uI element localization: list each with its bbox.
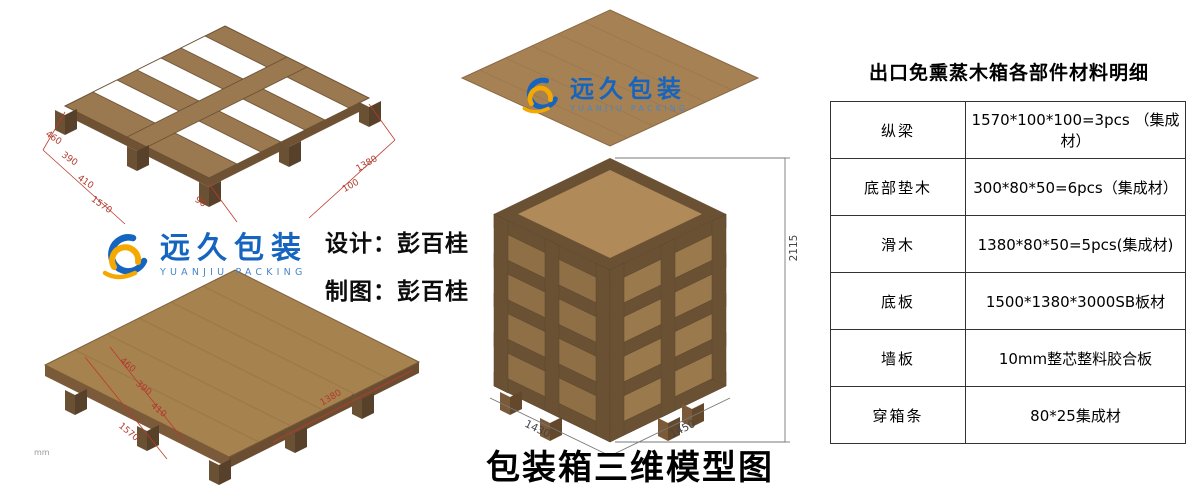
table-row: 滑木 1380*80*50=5pcs(集成材) [830,215,1186,273]
logo-swirl-icon [102,234,148,280]
dim-label: 410 [75,173,95,191]
materials-table: 纵梁 1570*100*100=3pcs （集成材） 底部垫木 300*80*5… [830,101,1186,444]
draft-credit: 制图：彭百桂 [325,279,469,305]
dim-label: 1380 [355,154,380,174]
logo-subtitle: YUANJIU PACKING [570,104,689,113]
table-row: 穿箱条 80*25集成材 [830,386,1186,444]
pallet-deck-shape [43,269,421,485]
part-name-cell: 墙板 [830,329,966,387]
table-row: 纵梁 1570*100*100=3pcs （集成材） [830,101,1186,159]
part-spec-cell: 1500*1380*3000SB板材 [965,272,1186,330]
pallet-deck-drawing: 460 390 410 1570 1380 [43,269,421,485]
crate-drawing: 2115 1430 1450 [460,9,800,455]
part-spec-cell: 80*25集成材 [965,386,1186,444]
unit-note: mm [34,448,50,457]
part-spec-cell: 10mm整芯整料胶合板 [965,329,1186,387]
logo-swirl-icon [522,77,558,114]
crate-body-shape [493,158,727,443]
logo-name: 远久包装 [570,75,686,103]
table-row: 墙板 10mm整芯整料胶合板 [830,329,1186,387]
part-spec-cell: 1380*80*50=5pcs(集成材) [965,215,1186,273]
design-credit: 设计：彭百桂 [325,231,469,257]
lid-company-logo: 远久包装 YUANJIU PACKING [522,76,688,114]
page-title: 包装箱三维模型图 [486,448,774,488]
pallet-frame-shape [55,25,381,207]
dim-label: 390 [59,150,79,168]
part-name-cell: 纵梁 [830,101,966,159]
dim-label: 100 [341,178,361,195]
table-row: 底部垫木 300*80*50=6pcs（集成材） [830,158,1186,216]
part-name-cell: 底板 [830,272,966,330]
part-name-cell: 穿箱条 [830,386,966,444]
logo-text-block: 远久包装 YUANJIU PACKING [160,234,308,278]
materials-table-title: 出口免熏蒸木箱各部件材料明细 [868,62,1149,84]
part-spec-cell: 300*80*50=6pcs（集成材） [965,158,1186,216]
dim-label: 1570 [116,421,140,444]
logo-name: 远久包装 [160,231,308,267]
logo-subtitle: YUANJIU PACKING [160,267,307,279]
table-row: 底板 1500*1380*3000SB板材 [830,272,1186,330]
crate-dimension-lines [489,157,790,455]
materials-panel: 出口免熏蒸木箱各部件材料明细 纵梁 1570*100*100=3pcs （集成材… [830,58,1188,444]
pallet-frame-drawing: 460 390 410 1570 1380 100 90 [42,25,396,225]
pallet-frame-dimension-lines [42,103,396,225]
dim-label: 1430 [523,418,552,441]
part-name-cell: 滑木 [830,215,966,273]
company-logo: 远久包装 YUANJIU PACKING [102,232,308,280]
part-spec-cell: 1570*100*100=3pcs （集成材） [965,101,1186,159]
part-name-cell: 底部垫木 [830,158,966,216]
pallet-deck-dimension-lines [84,346,414,460]
dim-label: 1570 [89,195,114,216]
dim-label: 2115 [788,235,800,262]
logo-text-block: 远久包装 YUANJIU PACKING [570,77,688,113]
